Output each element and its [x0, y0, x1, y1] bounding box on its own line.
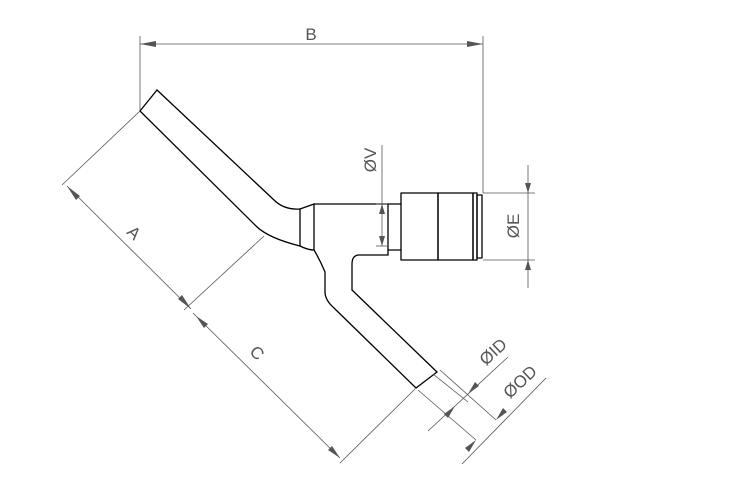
part-outline	[139, 89, 483, 389]
dim-id-arrow-1	[444, 406, 455, 418]
connector-nut	[437, 192, 474, 261]
dimension-b: B	[139, 25, 484, 193]
dimension-v: ØV	[361, 145, 388, 247]
dim-a-arrow-start	[67, 186, 80, 200]
dim-v-arrow-bottom	[379, 236, 385, 246]
dim-v-label: ØV	[361, 147, 380, 172]
upper-tube-top-wall	[156, 89, 301, 210]
dim-od-arrow-1	[465, 440, 476, 452]
dim-a-label: A	[123, 222, 145, 244]
neck-bottom	[299, 245, 315, 251]
dim-c-label: C	[246, 342, 268, 364]
dimension-e: ØE	[483, 165, 535, 288]
lower-branch-right-wall	[351, 254, 389, 291]
dim-b-arrow-left	[140, 41, 156, 47]
lower-tube-right-wall	[351, 289, 438, 373]
dim-e-label: ØE	[504, 214, 523, 239]
upper-tube-bottom-wall	[139, 110, 301, 247]
dim-v-arrow-top	[379, 204, 385, 214]
upper-tube-end	[139, 89, 158, 112]
neck-top	[299, 203, 315, 210]
lower-tube-left-wall	[324, 291, 417, 389]
dim-id-label: ØID	[476, 335, 511, 370]
connector-ring-2	[476, 194, 483, 259]
dim-a-arrow-end	[178, 295, 191, 309]
lower-branch-left-wall	[313, 249, 326, 293]
dim-id-arrow-2	[468, 382, 479, 394]
dim-e-arrow-top	[525, 183, 531, 193]
dim-b-label: B	[305, 25, 316, 44]
dim-c-arrow-end	[328, 446, 340, 458]
dimension-c: C	[192, 312, 416, 464]
dim-od-arrow-2	[496, 408, 507, 420]
dim-c-arrow-start	[196, 316, 208, 328]
connector-collar	[400, 192, 439, 261]
dim-b-arrow-right	[467, 41, 483, 47]
dim-e-arrow-bottom	[525, 260, 531, 270]
dim-od-label: ØOD	[500, 362, 541, 402]
dimension-a: A	[61, 110, 265, 311]
